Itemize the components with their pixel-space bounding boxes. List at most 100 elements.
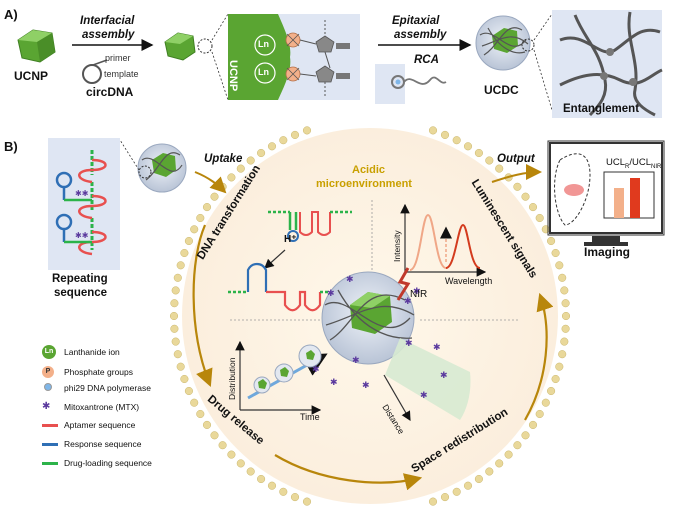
phosphate-icon: P: [42, 365, 64, 378]
nir-label: NIR: [410, 289, 428, 300]
mtx-star: ✱: [413, 287, 421, 297]
lipid-head: [227, 450, 236, 459]
mtx-icon: ✱: [42, 401, 51, 412]
epitaxial-label-1: Epitaxial: [392, 15, 440, 27]
lipid-head: [173, 273, 182, 282]
mtx-star: ✱: [352, 356, 360, 366]
legend-item-lanthanide: Ln Lanthanide ion: [42, 345, 120, 359]
legend-label: Lanthanide ion: [64, 347, 120, 357]
interface-zoom-box: [228, 14, 360, 100]
lipid-head: [560, 337, 569, 346]
mtx-star: ✱: [312, 365, 320, 375]
imaging-monitor-icon: [547, 140, 665, 246]
drug-loading-line-icon: [42, 458, 64, 468]
lipid-head: [267, 481, 277, 490]
ucnp-hexagon-icon: [17, 29, 56, 63]
lipid-head: [561, 299, 570, 308]
luminescence-spectrum-chart: [400, 203, 487, 277]
lipid-head: [170, 324, 179, 333]
mtx-star: ✱: [404, 297, 412, 307]
lipid-head: [196, 409, 205, 419]
repeating-sequence-box: ✱✱ ✱✱: [48, 138, 120, 270]
circdna-label: circDNA: [86, 85, 134, 99]
drug-release-chart: [235, 340, 328, 415]
rca-icon: [375, 64, 447, 104]
interfacial-label-1: Interfacial: [80, 15, 135, 27]
lipid-head: [176, 261, 185, 270]
uptake-sphere-icon: [119, 139, 187, 193]
legend-label: Phosphate groups: [64, 366, 133, 377]
lipid-head: [561, 311, 571, 321]
svg-text:✱✱: ✱✱: [75, 231, 89, 240]
lipid-head: [504, 450, 513, 459]
lipid-head: [210, 192, 219, 201]
lipid-head: [218, 441, 227, 450]
wavelength-axis-label: Wavelength: [445, 276, 493, 286]
legend-item-polymerase: phi29 DNA polymerase: [42, 383, 151, 393]
lipid-head: [302, 126, 312, 135]
lipid-head: [558, 273, 567, 282]
lipid-head: [190, 225, 199, 234]
ucnp-with-primer-icon: [164, 13, 229, 101]
lanthanide-icon: Ln: [42, 345, 64, 359]
ucdc-sphere-icon: [475, 13, 553, 111]
legend-label: phi29 DNA polymerase: [64, 383, 151, 393]
lipid-head: [541, 398, 550, 407]
lipid-head: [267, 142, 277, 151]
lipid-head: [210, 431, 219, 440]
cycle-arrows: [192, 164, 554, 491]
lipid-head: [495, 459, 504, 468]
lipid-head: [535, 213, 544, 223]
repeating-label-1: Repeating: [52, 273, 108, 285]
lipid-head: [551, 374, 560, 384]
mtx-star: ✱: [327, 289, 335, 299]
lipid-head: [452, 136, 461, 145]
circdna-icon: [82, 59, 108, 84]
central-ucdc-icon: [321, 267, 415, 365]
lipid-head: [236, 164, 245, 173]
mtx-star: ✱: [440, 371, 448, 381]
lipid-head: [560, 286, 569, 295]
lipid-head: [196, 213, 205, 223]
lipid-head: [495, 164, 504, 173]
lipid-head: [279, 136, 288, 145]
entanglement-label: Entanglement: [563, 103, 640, 115]
repeating-label-2: sequence: [54, 287, 108, 299]
lipid-head: [257, 474, 266, 484]
polymerase-icon: [42, 383, 64, 393]
lipid-head: [173, 350, 182, 359]
intensity-axis-label: Intensity: [392, 230, 402, 262]
lipid-head: [535, 409, 544, 419]
lipid-head: [513, 441, 522, 450]
lipid-head: [290, 130, 300, 139]
lipid-head: [521, 431, 530, 440]
mtx-star: ✱: [405, 339, 413, 349]
lipid-head: [246, 467, 255, 476]
epitaxial-label-2: assembly: [394, 29, 447, 41]
lipid-head: [428, 126, 438, 135]
acidic-label-2: microenvironment: [316, 178, 412, 190]
lipid-head: [440, 130, 450, 139]
template-label: template: [104, 69, 139, 79]
lipid-head: [474, 148, 483, 158]
panel-a-label: A): [4, 7, 18, 22]
lipid-head: [171, 286, 180, 295]
lipid-head: [257, 148, 266, 158]
lipid-head: [528, 420, 538, 429]
lipid-head: [279, 487, 288, 496]
entanglement-box: [552, 10, 663, 118]
mtx-star: ✱: [420, 391, 428, 401]
acidic-label-1: Acidic: [352, 164, 386, 176]
lipid-head: [555, 362, 564, 371]
mtx-molecules: ✱✱✱✱✱✱✱✱✱✱✱✱: [312, 275, 448, 401]
lipid-head: [246, 156, 255, 165]
ln-label-1: Ln: [258, 39, 269, 49]
aptamer-line-icon: [42, 420, 64, 430]
lipid-head: [547, 386, 556, 396]
lipid-head: [452, 487, 461, 496]
rca-label: RCA: [414, 54, 439, 66]
output-label: Output: [497, 153, 535, 165]
lipid-head: [521, 192, 530, 201]
uptake-label: Uptake: [204, 153, 243, 165]
lipid-head: [428, 497, 438, 506]
